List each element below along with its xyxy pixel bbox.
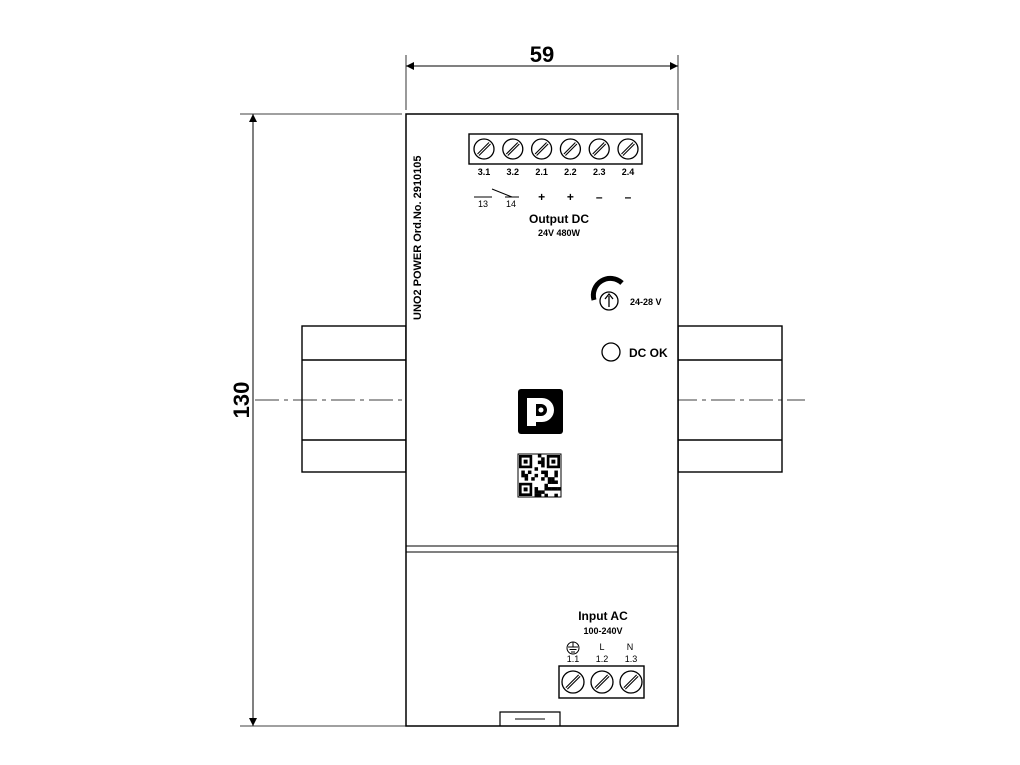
relay-contact-14: 14 [506,199,516,209]
input-terminal-screw[interactable] [619,670,643,694]
output-title: Output DC [529,212,589,226]
input-terminal-id: 1.2 [596,654,609,664]
input-title: Input AC [578,609,628,623]
output-terminal-id: 3.2 [507,167,520,177]
ground-icon [566,641,580,655]
output-rating: 24V 480W [538,228,581,238]
input-rating: 100-240V [583,626,622,636]
width-label: 59 [530,42,554,67]
brand-logo-icon [518,389,563,434]
height-label: 130 [229,382,254,419]
output-terminal-block: 3.1 3.2 2.1 2.2 2.3 2.4 + + – – [468,133,643,204]
output-terminal-id: 2.1 [535,167,548,177]
relay-contact-symbol [474,188,519,198]
din-rail-right [677,325,783,473]
qr-code-icon [517,453,562,498]
input-terminal-screw[interactable] [590,670,614,694]
output-terminal-screw[interactable] [617,138,639,160]
input-terminal-id: 1.1 [567,654,580,664]
output-terminal-screw[interactable] [559,138,582,160]
potentiometer-icon[interactable] [590,275,624,311]
output-terminal-symbol: + [567,190,574,204]
output-terminal-screw[interactable] [588,138,610,160]
output-terminal-symbol: – [596,190,603,204]
input-terminal-id: 1.3 [625,654,638,664]
voltage-adjust-label: 24-28 V [630,297,662,307]
input-terminal-screw[interactable] [561,670,585,694]
width-dimension: 59 [405,42,679,110]
output-terminal-id: 2.2 [564,167,577,177]
input-terminal-l: L [599,642,604,652]
led-icon [601,342,621,362]
output-terminal-screw[interactable] [473,138,495,160]
output-terminal-screw[interactable] [502,138,524,160]
output-terminal-id: 2.4 [622,167,635,177]
output-terminal-screw[interactable] [530,138,553,160]
status-label: DC OK [629,346,668,360]
din-rail-left [301,325,407,473]
output-terminal-symbol: + [538,190,545,204]
relay-contact-13: 13 [478,199,488,209]
output-terminal-id: 2.3 [593,167,606,177]
product-label: UNO2 POWER Ord.No. 2910105 [412,156,424,320]
output-terminal-symbol: – [625,190,632,204]
height-dimension: 130 [229,113,498,727]
input-terminal-n: N [627,642,634,652]
input-terminal-block: 1.1 1.2 1.3 [558,654,645,699]
output-terminal-id: 3.1 [478,167,491,177]
